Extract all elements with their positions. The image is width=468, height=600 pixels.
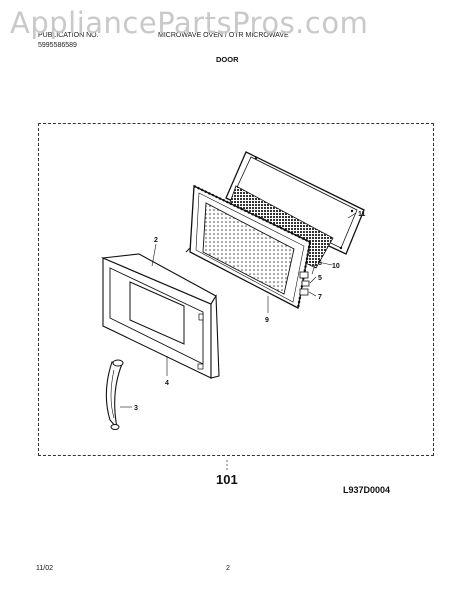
footer-date: 11/02: [36, 565, 53, 572]
diagram-frame: [38, 123, 434, 456]
door-handle: [105, 359, 124, 430]
callout-5: 5: [318, 275, 322, 282]
callout-6: 6: [318, 260, 322, 267]
publication-number: 5995586589: [38, 42, 77, 49]
latch-hardware: [299, 271, 310, 296]
section-title: DOOR: [216, 55, 239, 64]
callout-4: 4: [165, 380, 169, 387]
callout-3: 3: [134, 405, 138, 412]
assembly-number: 101: [216, 472, 238, 487]
callout-9: 9: [265, 317, 269, 324]
callout-2: 2: [154, 237, 158, 244]
inner-door-frame: [185, 184, 312, 309]
callout-11: 11: [358, 211, 366, 218]
outer-door-panel: [100, 253, 220, 379]
callout-10: 10: [332, 263, 340, 270]
diagram-code: L937D0004: [343, 485, 391, 495]
footer-page-number: 2: [226, 565, 230, 572]
callout-7: 7: [318, 294, 322, 301]
model-description: MICROWAVE OVEN / OTR MICROWAVE: [158, 32, 289, 39]
publication-label: PUBLICATION NO.: [38, 32, 99, 39]
leader-lines: [120, 212, 357, 470]
